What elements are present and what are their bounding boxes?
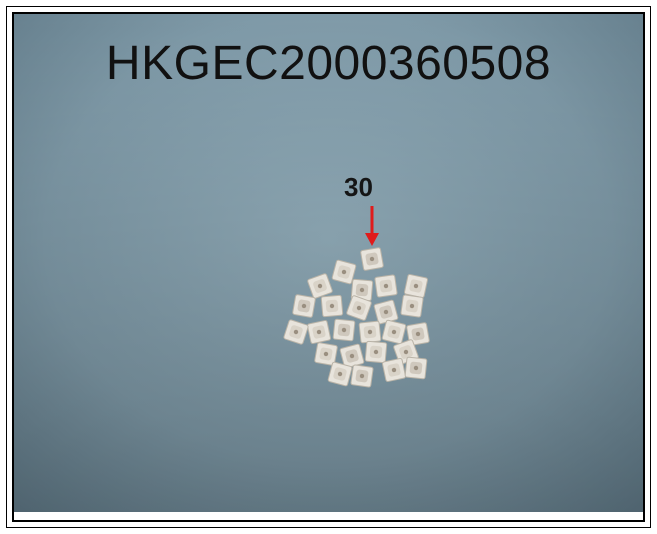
led-chip <box>382 358 406 382</box>
led-chip <box>283 319 309 345</box>
sample-photo <box>14 14 643 512</box>
led-chip <box>332 318 356 342</box>
led-chip <box>373 299 399 325</box>
led-chip <box>327 361 353 387</box>
led-chip <box>374 274 398 298</box>
led-chip <box>381 319 407 345</box>
led-chip <box>307 320 331 344</box>
sample-id-title: HKGEC2000360508 <box>105 37 552 90</box>
led-chip <box>292 294 316 318</box>
led-chip <box>404 274 428 298</box>
chip-count-label: 30 <box>344 172 373 202</box>
led-chip <box>358 320 382 344</box>
led-chip <box>314 342 338 366</box>
led-chip-cluster <box>283 247 430 388</box>
marker-arrow <box>365 206 379 246</box>
photo-vignette <box>14 14 643 512</box>
led-chip <box>364 340 388 364</box>
led-chip <box>406 322 430 346</box>
led-chip <box>400 294 424 318</box>
led-chip <box>360 247 384 271</box>
led-chip <box>339 343 365 369</box>
led-chip <box>404 356 428 380</box>
led-chip <box>320 294 344 318</box>
outer-border <box>6 6 651 528</box>
led-chip <box>346 295 372 321</box>
inner-border <box>12 12 645 522</box>
led-chip <box>307 273 333 299</box>
led-chip <box>350 364 374 388</box>
led-chip <box>331 259 357 285</box>
photo-canvas <box>14 14 643 512</box>
